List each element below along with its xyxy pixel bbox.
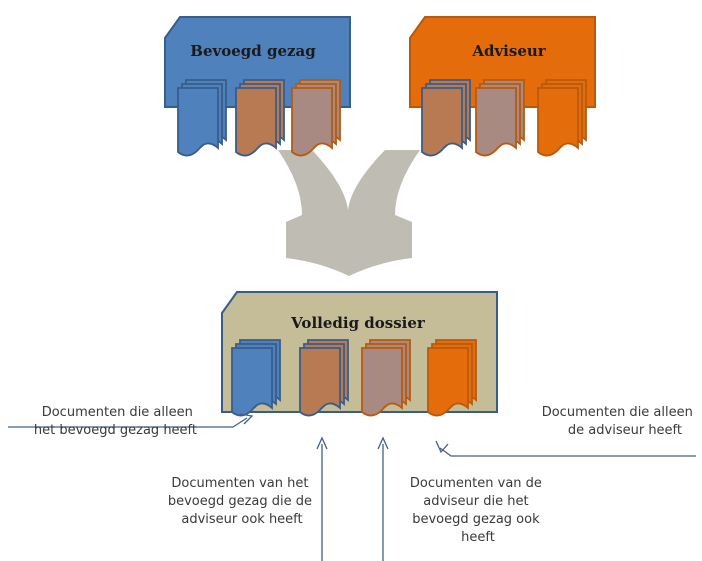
annotation-line: adviseur ook heeft <box>181 512 302 527</box>
complete-shared-advisor-doc-stack <box>361 339 411 417</box>
annotation-shared-from-authority: Documenten van het bevoegd gezag die de … <box>168 476 316 527</box>
center-left-arrowhead <box>316 436 328 450</box>
document-page <box>421 87 463 157</box>
document-page <box>537 87 579 157</box>
advisor-received-doc-stack <box>421 79 471 157</box>
document-stacks <box>177 79 587 417</box>
annotation-line: bevoegd gezag ook <box>412 512 540 527</box>
complete-advisor-only-doc-stack <box>427 339 477 417</box>
document-page <box>475 87 517 157</box>
document-page <box>231 347 273 417</box>
document-page <box>291 87 333 157</box>
left-arrowhead <box>239 413 254 425</box>
annotation-line: het bevoegd gezag heeft <box>34 423 197 438</box>
complete-shared-authority-doc-stack <box>299 339 349 417</box>
authority-received-doc-stack <box>291 79 341 157</box>
annotation-line: adviseur die het <box>423 494 528 509</box>
document-page <box>299 347 341 417</box>
document-page <box>361 347 403 417</box>
advisor-shared-doc-stack <box>475 79 525 157</box>
complete-dossier-title: Volledig dossier <box>290 314 426 332</box>
left-connector-line <box>8 417 248 428</box>
annotation-line: Documenten van de <box>410 476 542 491</box>
annotation-advisor-only: Documenten die alleen de adviseur heeft <box>542 405 697 438</box>
right-connector-line <box>439 447 696 457</box>
annotation-line: de adviseur heeft <box>568 423 682 438</box>
document-page <box>427 347 469 417</box>
merge-arrow <box>278 150 420 276</box>
document-page <box>177 87 219 157</box>
connector-lines <box>8 413 696 561</box>
annotation-line: Documenten die alleen <box>42 405 193 420</box>
annotation-authority-only: Documenten die alleen het bevoegd gezag … <box>34 405 197 438</box>
annotation-line: bevoegd gezag die de <box>168 494 312 509</box>
right-arrowhead <box>435 440 449 454</box>
advisor-title: Adviseur <box>471 42 546 60</box>
annotation-shared-from-advisor: Documenten van de adviseur die het bevoe… <box>410 476 546 545</box>
document-page <box>235 87 277 157</box>
complete-authority-only-doc-stack <box>231 339 281 417</box>
authority-shared-doc-stack <box>235 79 285 157</box>
authority-title: Bevoegd gezag <box>190 42 316 60</box>
annotation-line: Documenten die alleen <box>542 405 693 420</box>
center-right-arrowhead <box>377 436 389 450</box>
annotation-line: Documenten van het <box>171 476 308 491</box>
advisor-own-doc-stack <box>537 79 587 157</box>
annotation-line: heeft <box>461 530 495 545</box>
authority-own-doc-stack <box>177 79 227 157</box>
